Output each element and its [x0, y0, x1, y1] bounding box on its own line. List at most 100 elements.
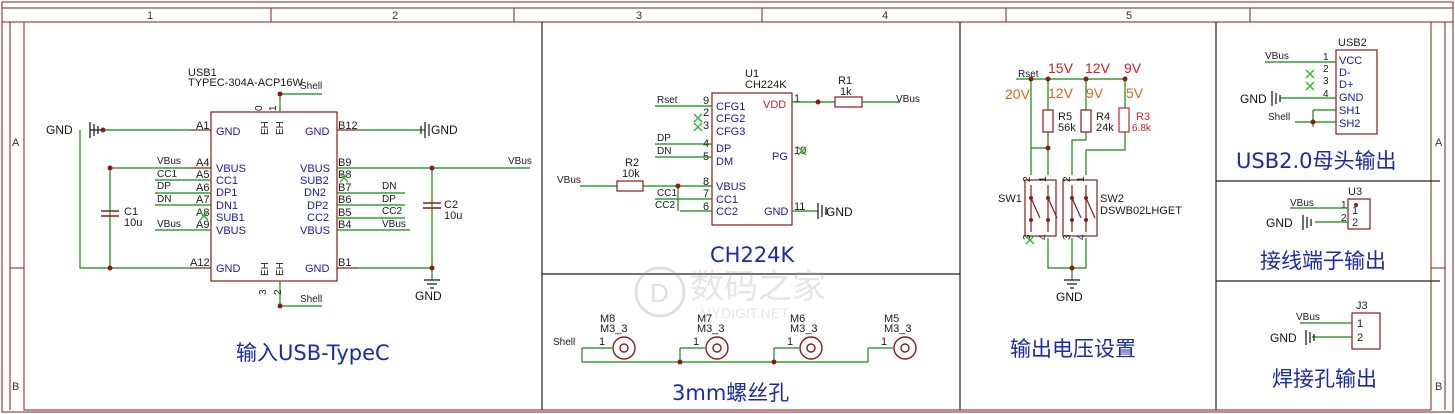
usb1-pin-a7-num: A7 — [196, 194, 209, 206]
r3-body — [1118, 107, 1130, 133]
row-label-a: A — [12, 137, 20, 149]
sw1: SW1 2 1 3 4 — [998, 176, 1058, 240]
c1-value: 10u — [124, 217, 142, 229]
u1-gnd: GND — [817, 203, 853, 219]
m5-ref: M5 — [884, 313, 899, 325]
u1-pin-cfg2-name: CFG2 — [716, 113, 745, 125]
u1-ref: U1 — [745, 68, 759, 80]
usb1-net-dn-right: DN — [382, 181, 396, 192]
sw1-pin-4: 4 — [1038, 234, 1049, 240]
u1-net-vbus-in: VBus — [557, 175, 581, 186]
u3-ref: U3 — [1348, 186, 1362, 198]
usb2-pin-gnd: GND — [1339, 92, 1364, 104]
col-label-4: 4 — [882, 10, 888, 22]
usb1-net-vbus-b4: VBus — [382, 219, 406, 230]
r1-body — [834, 96, 863, 108]
section-titles: 输入USB-TypeC CH224K 3mm螺丝孔 输出电压设置 USB2.0母… — [236, 149, 1397, 405]
usb1-pin-b5-name: CC2 — [307, 212, 329, 224]
usb1-gnd-right: GND — [420, 122, 458, 138]
cap-c2: C2 10u — [423, 199, 462, 222]
u1-pin-cfg3-name: CFG3 — [716, 126, 745, 138]
usb2-pin-sh2: SH2 — [1339, 118, 1360, 130]
usb1-pin-b7-name: DN2 — [304, 187, 326, 199]
usb2-gnd-label: GND — [1240, 92, 1267, 106]
usb1-pin-b6-name: DP2 — [307, 200, 328, 212]
r1-value: 1k — [840, 86, 852, 98]
voltage-20v: 20V — [1005, 86, 1031, 102]
usb2-pin-dplus: D+ — [1339, 79, 1353, 91]
u1-pin-1-num: 1 — [794, 93, 800, 105]
usb1-junctions — [100, 91, 435, 309]
m7-hole — [705, 336, 729, 360]
u3-terminal: U3 1 2 1 2 VBus GND — [1266, 186, 1371, 230]
sw2-pin-1: 1 — [1076, 176, 1087, 182]
c2-value: 10u — [444, 210, 462, 222]
u1-pin-dp-name: DP — [716, 143, 731, 155]
sw2-pin-3: 3 — [1062, 234, 1073, 240]
usb1-pin-b9-name: VBUS — [300, 163, 330, 175]
u1-pin-gnd-name: GND — [764, 206, 789, 218]
voltage-9v-alt: 9V — [1086, 85, 1104, 101]
usb1-bottom-pin-3: 3 — [258, 289, 269, 295]
col-label-1: 1 — [147, 10, 153, 22]
title-terminal-output: 接线端子输出 — [1260, 249, 1386, 273]
m6-part: M3_3 — [790, 323, 818, 335]
c1-ref: C1 — [124, 206, 138, 218]
title-screw-holes: 3mm螺丝孔 — [672, 381, 789, 405]
usb1-pin-a4-name: VBUS — [216, 163, 246, 175]
usb2-body — [1335, 49, 1378, 135]
usb1-pin-a9-name: VBUS — [216, 225, 246, 237]
usb2-pin-1-num: 1 — [1323, 52, 1329, 63]
usb2-pin-vcc: VCC — [1339, 55, 1362, 67]
r3-value: 6.8k — [1132, 123, 1152, 134]
screw-net-shell: Shell — [553, 337, 575, 348]
usb1-pin-a7-name: DN1 — [216, 200, 238, 212]
r2-value: 10k — [622, 168, 640, 180]
sw2-ref: SW2 — [1100, 193, 1124, 205]
usb1-net-labels: VBus CC1 DP DN VBus DN DP CC2 VBus VBus — [157, 156, 532, 230]
sw1-body — [1024, 179, 1057, 237]
u3-vbus-net: VBus — [1290, 198, 1314, 209]
watermark-url: MYDIGIT.NET — [700, 305, 789, 321]
u1-ch224k: U1 CH224K CFG1 CFG2 CFG3 DP DM VBUS CC1 … — [703, 68, 806, 226]
r2-ref: R2 — [625, 157, 639, 169]
voltage-12v: 12V — [1085, 60, 1111, 76]
cap-c1: C1 10u — [101, 206, 142, 229]
title-voltage-setting: 输出电压设置 — [1010, 337, 1136, 361]
row-label-b-right: B — [1435, 381, 1442, 393]
usb1-pin-a1-name: GND — [216, 126, 241, 138]
title-ch224k: CH224K — [710, 243, 796, 267]
gnd-label-bottom: GND — [415, 289, 442, 303]
r1-ref: R1 — [838, 75, 852, 87]
m6-pin: 1 — [787, 336, 793, 348]
usb1-shell-net-bottom: Shell — [300, 294, 322, 305]
sw1-ref: SW1 — [998, 193, 1022, 205]
u3-pin-2-label: 2 — [1352, 217, 1358, 229]
usb1-bottom-eh-a: EH — [260, 262, 271, 276]
usb1-noconnect-marks — [199, 173, 349, 221]
sw1-pin-1: 1 — [1038, 176, 1049, 182]
u1-net-vbus-out: VBus — [896, 94, 920, 105]
usb1-bottom-pin-2: 2 — [273, 289, 284, 295]
r5-body — [1042, 109, 1054, 133]
u1-net-cc2: CC2 — [655, 200, 675, 211]
col-label-2: 2 — [392, 10, 398, 22]
usb1-pin-b5-num: B5 — [338, 207, 351, 219]
usb1-pin-b1-name: GND — [305, 263, 330, 275]
voltage-12v-alt: 12V — [1048, 85, 1074, 101]
gnd-label-right: GND — [431, 123, 458, 137]
u1-net-rset: Rset — [657, 95, 678, 106]
usb1-net-vbus-a9: VBus — [157, 219, 181, 230]
u1-net-labels: Rset DP DN VBus CC1 CC2 VBus — [557, 94, 920, 211]
row-label-b: B — [12, 381, 19, 393]
u1-part: CH224K — [745, 79, 787, 91]
u1-noconnect-marks — [693, 113, 807, 156]
voltage-gnd-label: GND — [1056, 290, 1083, 304]
usb1-pin-a9-num: A9 — [196, 219, 209, 231]
r4-body — [1080, 109, 1092, 133]
m7-part: M3_3 — [697, 323, 725, 335]
r5-value: 56k — [1058, 122, 1076, 134]
u1-pin-11-num: 11 — [794, 201, 805, 213]
title-input-usb-typec: 输入USB-TypeC — [236, 341, 390, 365]
usb1-pin-a4-num: A4 — [196, 157, 209, 169]
